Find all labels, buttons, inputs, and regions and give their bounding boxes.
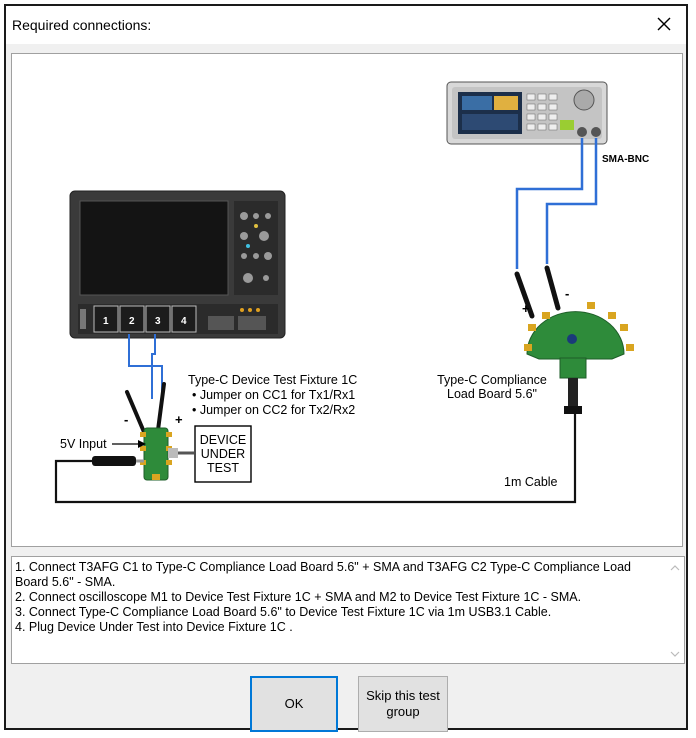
instruction-line-2: 2. Connect oscilloscope M1 to Device Tes… [15,590,582,604]
instruction-line-1: 1. Connect T3AFG C1 to Type-C Compliance… [15,560,631,589]
device-test-fixture [140,427,178,481]
ok-button[interactable]: OK [250,676,338,732]
oscilloscope-image [69,190,286,339]
instruction-line-4: 4. Plug Device Under Test into Device Fi… [15,620,293,634]
power-plug [92,456,136,466]
dut-line-1: DEVICE [200,433,247,447]
cable-label: 1m Cable [504,475,558,489]
channel-labels: 1 2 3 4 [103,316,187,327]
load-board-label-line-2: Load Board 5.6" [447,387,537,401]
5v-input-label: 5V Input [60,437,107,451]
load-board-label-line-1: Type-C Compliance [437,373,547,387]
title-bar: Required connections: [6,6,686,44]
channel-3-label: 3 [155,316,161,327]
fixture-probes [125,382,166,434]
close-icon[interactable] [652,12,676,36]
usb-cable [54,412,577,504]
scroll-up-icon[interactable] [670,563,680,573]
dialog-window: Required connections: [4,4,688,732]
load-board [524,302,634,414]
instruction-line-3: 3. Connect Type-C Compliance Load Board … [15,605,552,619]
device-under-test-box [194,425,252,483]
sma-bnc-label: SMA-BNC [602,154,649,165]
dialog-title: Required connections: [12,17,152,33]
load-board-label: Type-C Compliance Load Board 5.6" [437,373,547,401]
instructions-panel[interactable]: 1. Connect T3AFG C1 to Type-C Compliance… [11,556,685,664]
scroll-down-icon[interactable] [670,649,680,659]
channel-4-label: 4 [181,316,187,327]
load-board-probes [514,265,561,319]
dut-line-2: UNDER [201,447,245,461]
generator-cables [515,138,598,269]
fixture-plus-label: + [175,412,183,427]
dut-text: DEVICE UNDER TEST [200,433,247,475]
fixture-label: Type-C Device Test Fixture 1C • Jumper o… [188,373,357,417]
dut-line-3: TEST [207,461,239,475]
fixture-minus-label: - [124,412,128,427]
instructions-scrollbar[interactable] [666,557,684,663]
scope-cables [128,334,163,399]
skip-test-group-button[interactable]: Skip this test group [358,676,448,732]
channel-2-label: 2 [129,316,135,327]
fixture-label-line-2: • Jumper on CC1 for Tx1/Rx1 [192,388,355,402]
fixture-label-line-3: • Jumper on CC2 for Tx2/Rx2 [192,403,355,417]
connection-diagram: SMA-BNC [11,53,683,547]
fixture-label-line-1: Type-C Device Test Fixture 1C [188,373,357,387]
channel-1-label: 1 [103,316,109,327]
5v-input-arrowhead [138,440,146,448]
function-generator-image [446,81,608,145]
board-plus-label: + [522,301,530,316]
board-minus-label: - [565,286,569,301]
